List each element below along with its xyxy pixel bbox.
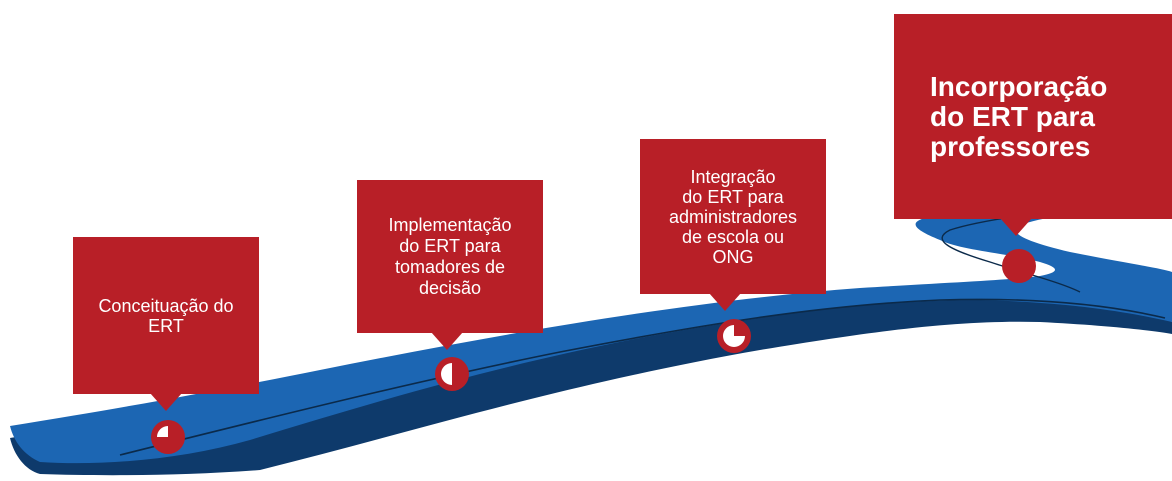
callout-pointer: [431, 332, 463, 350]
milestone-callout-4: Incorporação do ERT para professores: [894, 14, 1172, 236]
callout-pointer: [1000, 218, 1032, 236]
road-center-line: [119, 298, 1166, 456]
milestone-callout-3: Integração do ERT para administradores d…: [640, 139, 826, 311]
milestone-label-2: Implementação do ERT para tomadores de d…: [388, 214, 512, 298]
milestone-label-4: Incorporação do ERT para professores: [930, 70, 1108, 162]
callout-pointer: [150, 393, 182, 411]
milestone-progress-marker: [1002, 249, 1036, 283]
road-edge: [10, 290, 1172, 476]
callout-pointer: [709, 293, 741, 311]
milestone-label-1: Conceituação do ERT: [98, 295, 234, 336]
milestone-label-3: Integração do ERT para administradores d…: [668, 166, 798, 267]
milestone-callout-2: Implementação do ERT para tomadores de d…: [357, 180, 543, 350]
road-surface: [10, 202, 1172, 464]
milestone-progress-marker: [435, 357, 469, 391]
milestone-callout-1: Conceituação do ERT: [73, 237, 259, 411]
milestone-progress-marker: [151, 420, 185, 454]
milestone-progress-marker: [717, 319, 751, 353]
